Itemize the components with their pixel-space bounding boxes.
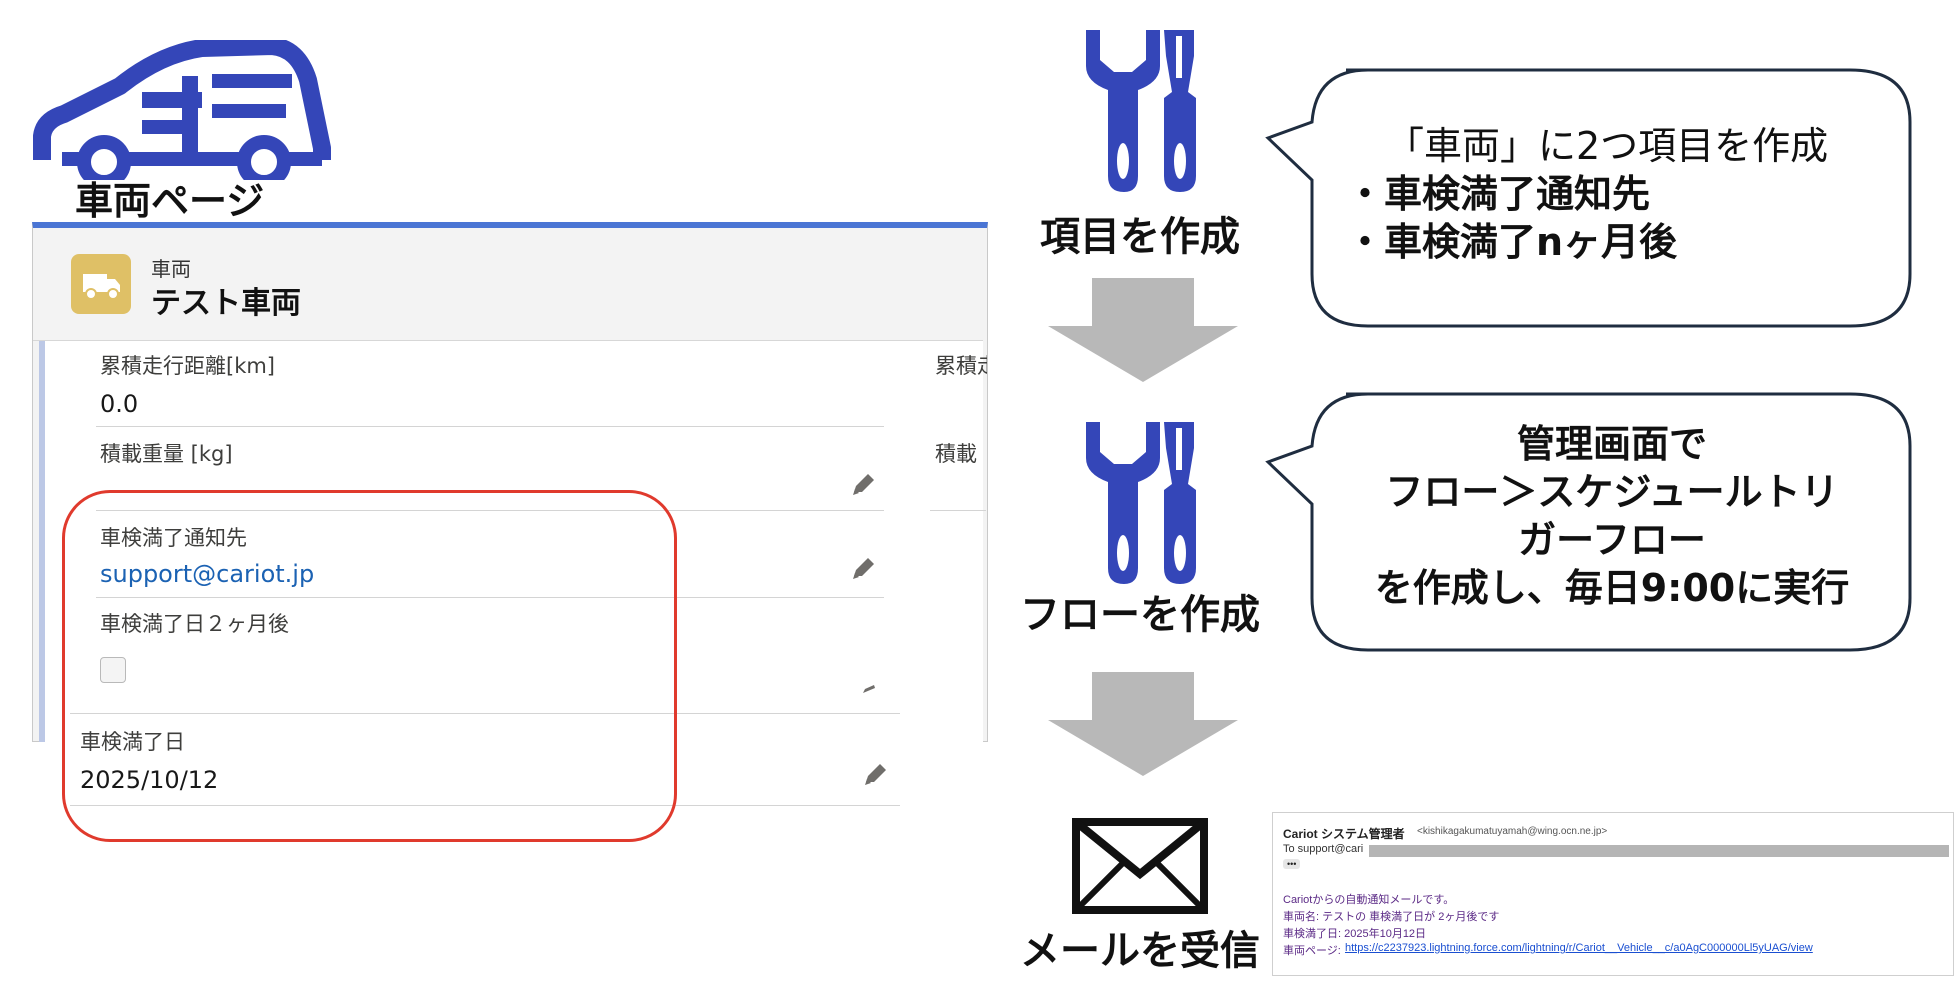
- divider: [70, 805, 900, 806]
- divider: [70, 713, 900, 714]
- highlight-circle: [62, 490, 677, 842]
- down-arrow: [1048, 278, 1238, 382]
- divider: [930, 510, 986, 511]
- bubble1-line: ・車検満了nヶ月後: [1346, 220, 1678, 264]
- inspection-expiry-value: 2025/10/12: [80, 766, 219, 794]
- email-sender-name: Cariot システム管理者: [1283, 827, 1405, 841]
- record-detail-body: [39, 341, 983, 742]
- column-accent: [39, 341, 45, 742]
- step-receive-mail-label: メールを受信: [1020, 928, 1260, 974]
- divider: [96, 510, 884, 511]
- speech-bubble: [1265, 392, 1912, 652]
- divider: [96, 597, 884, 598]
- divider: [96, 426, 884, 427]
- expiry-field-block: [58, 714, 900, 806]
- mileage-value: 0.0: [100, 390, 139, 418]
- email-body-line: 車両名: テストの 車検満了日が 2ヶ月後です: [1283, 911, 1500, 923]
- car-icon: [33, 40, 331, 180]
- bubble2-line: を作成し、毎日9:00に実行: [1374, 566, 1850, 610]
- edit-pencil-icon[interactable]: [862, 684, 876, 694]
- wrench-screwdriver-icon: [1086, 30, 1196, 192]
- edit-pencil-icon[interactable]: [850, 556, 876, 582]
- two-month-after-label: 車検満了日２ヶ月後: [100, 612, 289, 636]
- two-month-after-checkbox[interactable]: [100, 657, 126, 683]
- bubble2-line: 管理画面で: [1516, 422, 1707, 466]
- vehicle-page-link[interactable]: https://c2237923.lightning.force.com/lig…: [1345, 942, 1813, 954]
- email-sender-address: <kishikagakumatuyamah@wing.ocn.ne.jp>: [1417, 826, 1608, 837]
- edit-pencil-icon[interactable]: [862, 762, 888, 788]
- load-weight-label: 積載重量 [kg]: [100, 442, 233, 466]
- email-body-line: Cariotからの自動通知メールです。: [1283, 894, 1455, 906]
- wrench-screwdriver-icon: [1086, 422, 1196, 584]
- more-button[interactable]: •••: [1283, 859, 1301, 869]
- envelope-icon: [1072, 818, 1208, 914]
- step-create-flow-label: フローを作成: [1020, 592, 1260, 638]
- edit-pencil-icon[interactable]: [850, 472, 876, 498]
- bubble2-line: フロー＞スケジュールトリ: [1385, 470, 1839, 514]
- right-column-label: 積載: [935, 442, 977, 466]
- bubble2-line: ガーフロー: [1518, 518, 1706, 562]
- record-type-label: 車両: [151, 257, 191, 281]
- bubble1-line: 「車両」に2つ項目を作成: [1386, 124, 1829, 168]
- step-create-fields-label: 項目を作成: [1040, 214, 1240, 260]
- email-body-line: 車両ページ:: [1283, 945, 1341, 957]
- inspection-expiry-label: 車検満了日: [80, 730, 185, 754]
- mileage-label: 累積走行距離[km]: [100, 354, 276, 378]
- truck-icon: [71, 254, 131, 314]
- right-column-label: 累積走: [935, 354, 987, 378]
- inspection-notify-email-link[interactable]: support@cariot.jp: [100, 560, 315, 588]
- email-body-line: 車検満了日: 2025年10月12日: [1283, 928, 1427, 940]
- speech-bubble: [1265, 68, 1912, 328]
- email-preview: Cariot システム管理者 <kishikagakumatuyamah@win…: [1272, 812, 1954, 976]
- down-arrow: [1048, 672, 1238, 776]
- inspection-notify-label: 車検満了通知先: [100, 526, 247, 550]
- bubble1-line: ・車検満了通知先: [1346, 172, 1651, 216]
- redaction-bar: [1369, 845, 1949, 857]
- vehicle-page-title: 車両ページ: [75, 179, 265, 223]
- email-to-line: To support@cari: [1283, 843, 1364, 855]
- record-name: テスト車両: [151, 286, 301, 321]
- record-header: 車両 テスト車両: [33, 228, 983, 341]
